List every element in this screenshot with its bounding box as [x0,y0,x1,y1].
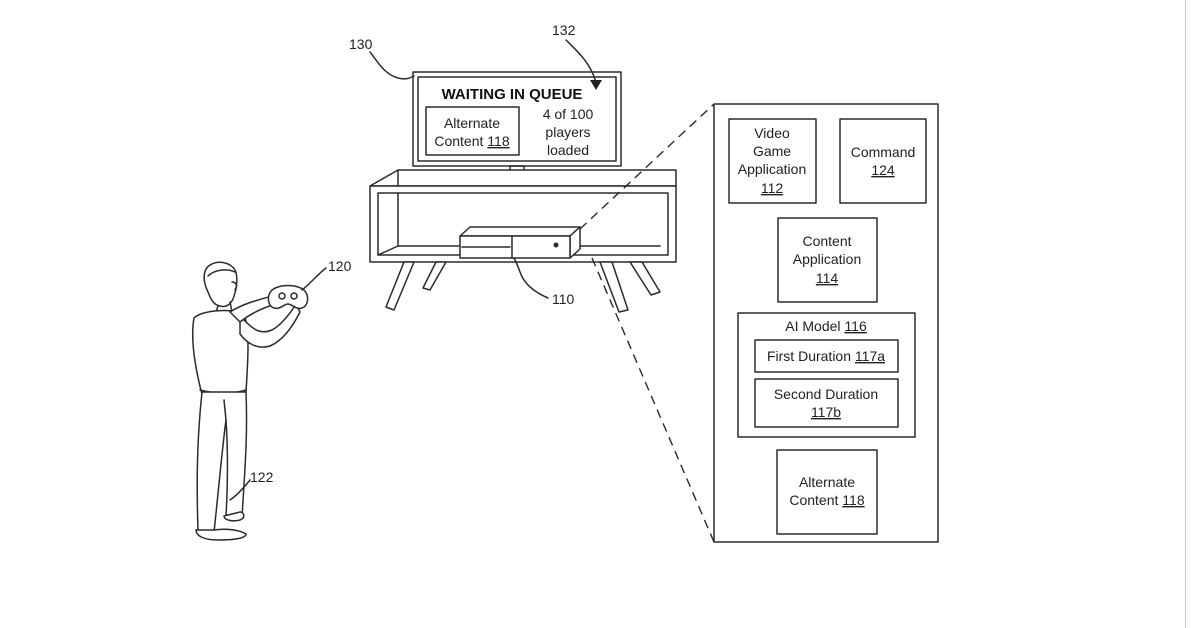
zoom-line-bottom [591,257,715,543]
vga-line3: Application [738,161,807,177]
ref-132: 132 [552,22,576,38]
vga-line1: Video [754,125,790,141]
detail-panel: Video Game Application 112 Command 124 C… [713,103,939,543]
leader-120 [301,267,327,291]
console-leg-left-rear [422,261,447,291]
person-foot-front [195,528,247,541]
alternate-content-box [776,449,878,535]
tv-alt-line2: Content 118 [434,133,509,149]
person-torso [191,309,249,395]
ref-110: 110 [552,291,575,307]
console-box-top [459,226,581,237]
person-foot-back [223,511,245,522]
leader-122 [229,479,251,501]
console-leg-right-rear [629,261,661,296]
vga-number: 112 [761,180,784,196]
ca-line2: Application [793,251,862,267]
tv-title: WAITING IN QUEUE [442,86,583,103]
tv-screen [417,76,617,162]
person-arm-near [239,303,301,348]
second-duration-box [754,378,899,428]
ai-model-label: AI Model 116 [785,318,867,334]
console-leg-right [599,261,629,313]
video-game-application-box [728,118,817,204]
game-console [459,226,581,259]
ref-122: 122 [250,469,274,485]
tv-frame [412,71,622,167]
panel-frame [713,103,939,543]
ref-130: 130 [349,36,373,52]
ref-120: 120 [328,258,352,274]
leader-132 [565,39,597,83]
tv-display: WAITING IN QUEUE Alternate Content 118 4… [412,71,622,185]
power-button-icon [553,242,559,248]
command-box [839,118,927,204]
leader-130 [369,51,415,80]
ai-model-box [737,312,916,438]
game-controller-icon [267,284,309,310]
tv-status-line2: players [545,124,590,140]
second-duration-label: Second Duration [774,386,878,402]
ac-line1: Alternate [799,474,855,490]
page-edge [1185,0,1186,628]
person-legs [196,391,248,533]
arrowhead-132 [590,80,602,90]
content-application-box [777,217,878,303]
vga-line2: Game [753,143,791,159]
tv-status-line3: loaded [547,142,589,158]
tv-alt-line1: Alternate [444,115,500,131]
first-duration-label: First Duration 117a [767,348,885,364]
ca-line1: Content [802,233,851,249]
ca-number: 114 [816,270,839,286]
tv-status-line1: 4 of 100 [543,106,594,122]
command-label: Command [851,144,916,160]
tv-alternate-content-box [425,106,520,156]
command-number: 124 [871,162,895,178]
zoom-line-top [579,103,715,230]
console-top [369,169,677,187]
second-duration-number: 117b [811,404,841,420]
console-box-front [459,235,571,259]
person-figure [191,261,309,541]
console-leg-left [385,261,415,311]
person-head [203,261,238,308]
ac-line2: Content 118 [789,492,864,508]
first-duration-box [754,339,899,373]
leader-110 [513,257,549,299]
